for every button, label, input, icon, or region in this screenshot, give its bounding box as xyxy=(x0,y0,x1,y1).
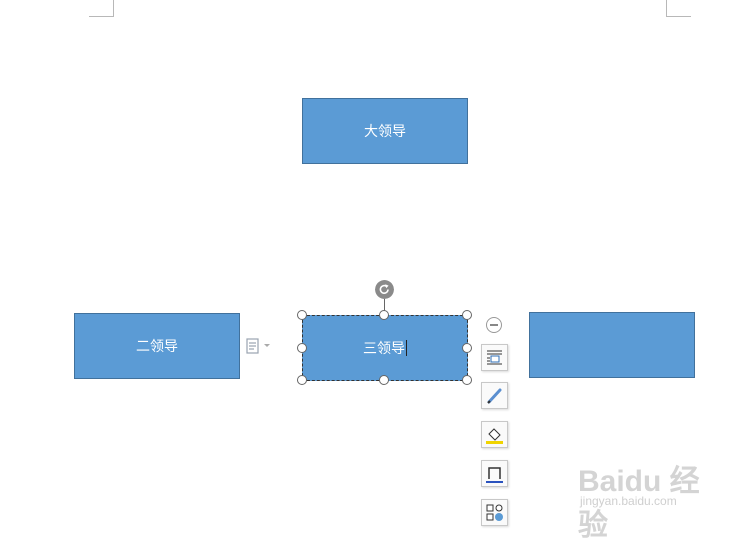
layout-icon xyxy=(487,350,502,365)
org-box-selected-label[interactable]: 三领导 xyxy=(363,341,405,357)
org-box-top[interactable]: 大领导 xyxy=(302,98,468,164)
resize-handle-e[interactable] xyxy=(462,343,472,353)
pen-icon xyxy=(487,388,502,404)
resize-handle-w[interactable] xyxy=(297,343,307,353)
org-box-right[interactable] xyxy=(529,312,695,378)
shape-fill-button[interactable] xyxy=(481,421,508,448)
outline-icon xyxy=(486,467,503,483)
text-cursor xyxy=(406,340,407,356)
chevron-down-icon[interactable] xyxy=(264,344,270,347)
resize-handle-nw[interactable] xyxy=(297,310,307,320)
paste-options-icon[interactable] xyxy=(246,338,259,354)
org-box-selected[interactable]: 三领导 xyxy=(302,315,468,381)
watermark-logo: Baidu 经验 xyxy=(578,465,700,542)
org-box-left[interactable]: 二领导 xyxy=(74,313,240,379)
layout-options-button[interactable] xyxy=(481,344,508,371)
page-corner-mark-top-left xyxy=(89,0,114,17)
org-box-top-label: 大领导 xyxy=(364,124,406,140)
rotate-icon[interactable] xyxy=(375,280,394,299)
resize-handle-n[interactable] xyxy=(379,310,389,320)
baidu-watermark: Baidu 经验 jingyan.baidu.com xyxy=(578,452,718,542)
org-box-left-label: 二领导 xyxy=(136,339,178,355)
page-corner-mark-top-right xyxy=(666,0,691,17)
watermark-url: jingyan.baidu.com xyxy=(580,494,677,508)
shape-style-button[interactable] xyxy=(481,499,508,526)
shape-outline-button[interactable] xyxy=(481,460,508,487)
shape-style-icon xyxy=(486,504,503,521)
resize-handle-s[interactable] xyxy=(379,375,389,385)
resize-handle-ne[interactable] xyxy=(462,310,472,320)
collapse-icon[interactable] xyxy=(486,317,502,333)
format-painter-button[interactable] xyxy=(481,382,508,409)
resize-handle-sw[interactable] xyxy=(297,375,307,385)
fill-bucket-icon xyxy=(486,428,503,444)
rotate-connector xyxy=(384,299,385,315)
resize-handle-se[interactable] xyxy=(462,375,472,385)
